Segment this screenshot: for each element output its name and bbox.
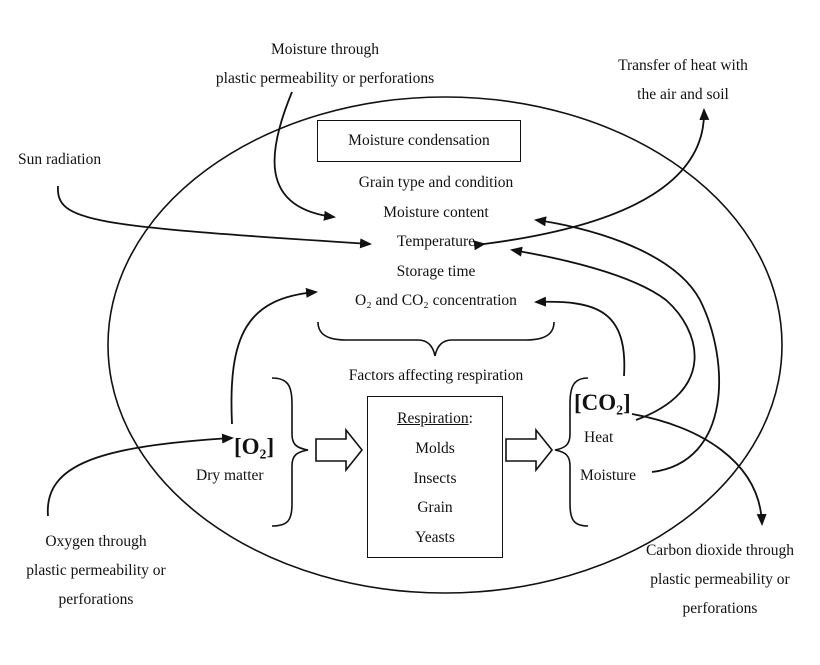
arrow-heat-transfer: [473, 108, 710, 251]
label-moisture-in-line2: plastic permeability or perforations: [215, 70, 435, 87]
label-oxygen-in-line2: plastic permeability or: [26, 562, 166, 579]
heat-label: Heat: [584, 429, 614, 446]
respiration-item-grain: Grain: [417, 499, 453, 516]
co2-label: [CO₂]: [574, 390, 631, 415]
factor-temperature: Temperature: [396, 233, 476, 250]
label-co2-out-line1: Carbon dioxide through: [645, 542, 795, 559]
respiration-item-molds: Molds: [415, 440, 455, 457]
dry-matter-label: Dry matter: [196, 467, 264, 484]
factors-list: Grain type and condition Moisture conten…: [296, 173, 576, 310]
block-arrow-left: [315, 427, 364, 473]
label-co2-out: Carbon dioxide through plastic permeabil…: [622, 541, 818, 618]
label-heat-transfer-line1: Transfer of heat with: [618, 57, 748, 74]
label-co2-out-line2: plastic permeability or: [650, 571, 790, 588]
arrow-heat-to-temperature: [510, 246, 696, 421]
factor-moisture-content: Moisture content: [383, 203, 489, 221]
o2-label: [O₂]: [234, 434, 275, 459]
arrow-co2-out: [631, 413, 767, 526]
moisture-condensation-label: Moisture condensation: [348, 132, 490, 149]
factor-o2-co2-concentration: O₂ and CO₂ concentration: [355, 292, 517, 309]
label-moisture-in: Moisture through plastic permeability or…: [180, 40, 470, 88]
moisture-condensation-box: Moisture condensation: [317, 120, 521, 162]
label-oxygen-in-line1: Oxygen through: [45, 533, 147, 550]
moisture-label: Moisture: [580, 467, 636, 484]
label-heat-transfer: Transfer of heat with the air and soil: [588, 56, 778, 104]
respiration-box: Respiration: Molds Insects Grain Yeasts: [367, 396, 503, 558]
respiration-title: Respiration:: [368, 409, 502, 428]
arrow-oxygen-in: [47, 433, 234, 517]
arrow-moisture-in: [273, 91, 336, 221]
factor-grain-type: Grain type and condition: [358, 174, 514, 191]
label-heat-transfer-line2: the air and soil: [637, 86, 729, 103]
label-sun-radiation: Sun radiation: [18, 151, 102, 168]
factors-caption: Factors affecting respiration: [348, 367, 524, 384]
label-oxygen-in-line3: perforations: [58, 591, 134, 608]
block-arrow-right: [505, 427, 554, 473]
right-brace: [554, 377, 589, 527]
storage-ellipse: [107, 96, 783, 594]
arrow-moisture-to-content: [534, 216, 720, 473]
factors-brace: [317, 321, 555, 357]
label-moisture-in-line1: Moisture through: [270, 41, 380, 58]
respiration-title-colon: :: [468, 410, 473, 427]
respiration-item-insects: Insects: [413, 470, 457, 487]
arrow-co2-to-concentration: [534, 296, 626, 377]
left-brace: [271, 377, 309, 527]
factor-storage-time: Storage time: [396, 262, 476, 280]
label-oxygen-in: Oxygen through plastic permeability or p…: [4, 532, 188, 609]
arrow-o2-to-concentration: [230, 287, 318, 425]
arrow-sun-radiation: [57, 185, 372, 249]
label-co2-out-line3: perforations: [682, 600, 758, 617]
respiration-title-text: Respiration: [397, 410, 469, 427]
respiration-item-yeasts: Yeasts: [415, 529, 455, 546]
